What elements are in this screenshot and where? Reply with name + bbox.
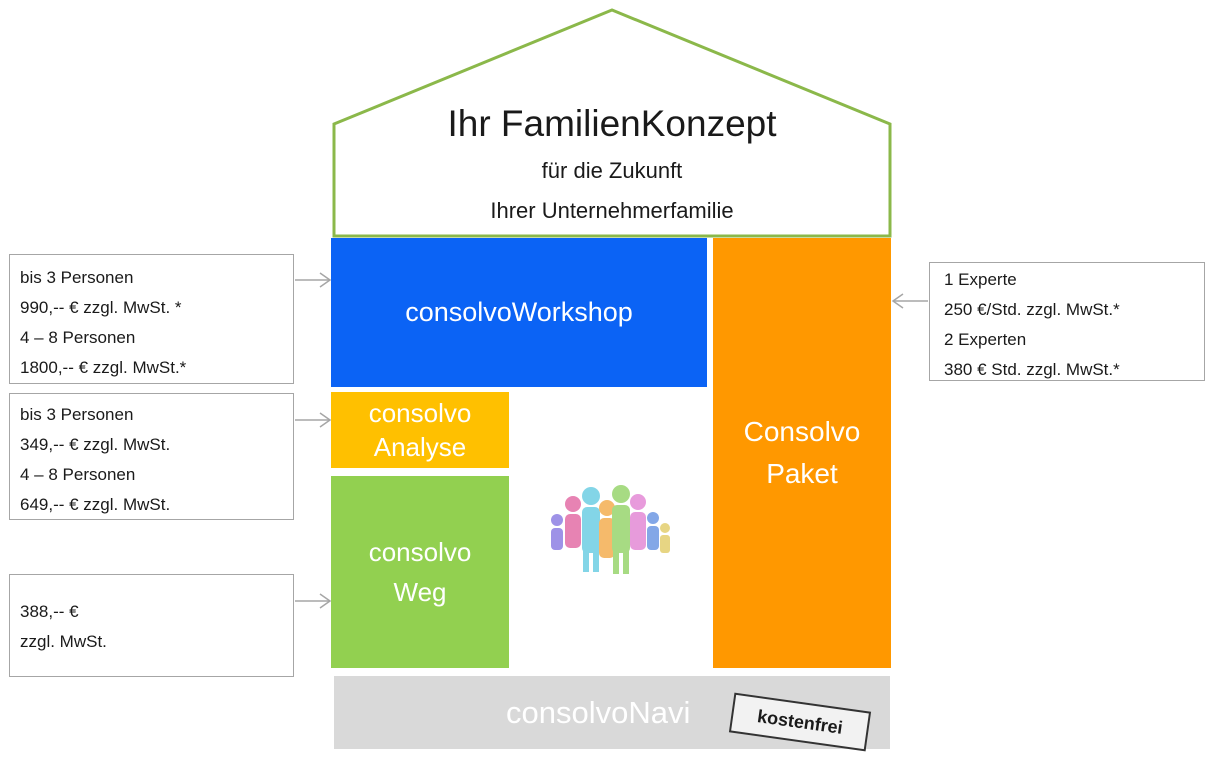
- price-line: 2 Experten: [944, 330, 1027, 349]
- block-paket-label-2: Paket: [766, 458, 838, 489]
- block-weg-label-2: Weg: [393, 577, 447, 607]
- block-paket: Consolvo Paket: [713, 238, 891, 668]
- price-box-weg: 388,-- € zzgl. MwSt.: [9, 574, 294, 677]
- price-box-workshop: bis 3 Personen 990,-- € zzgl. MwSt. * 4 …: [9, 254, 294, 384]
- roof-subtitle-1: für die Zukunft: [541, 158, 683, 183]
- block-workshop: consolvoWorkshop: [331, 238, 707, 387]
- price-box-paket: 1 Experte 250 €/Std. zzgl. MwSt.* 2 Expe…: [929, 262, 1205, 381]
- block-paket-label-1: Consolvo: [743, 416, 861, 447]
- arrow-workshop: [295, 272, 332, 288]
- block-analyse-label-1: consolvo: [368, 398, 472, 428]
- arrow-weg: [295, 593, 332, 609]
- price-line: 388,-- €: [20, 602, 79, 621]
- block-weg-label-1: consolvo: [368, 537, 472, 567]
- price-line: 380 € Std. zzgl. MwSt.*: [944, 360, 1120, 379]
- family-illustration-icon: [551, 485, 670, 574]
- block-workshop-label: consolvoWorkshop: [405, 297, 633, 327]
- price-line: 1 Experte: [944, 270, 1017, 289]
- price-line: 4 – 8 Personen: [20, 328, 136, 347]
- arrow-paket: [891, 293, 928, 309]
- price-line: 250 €/Std. zzgl. MwSt.*: [944, 300, 1120, 319]
- arrow-analyse: [295, 412, 332, 428]
- price-line: 4 – 8 Personen: [20, 465, 136, 484]
- block-analyse-label-2: Analyse: [373, 432, 467, 462]
- price-line: 349,-- € zzgl. MwSt.: [20, 435, 171, 454]
- block-analyse: consolvo Analyse: [331, 392, 509, 468]
- roof-title: Ihr FamilienKonzept: [447, 103, 777, 144]
- price-line: bis 3 Personen: [20, 268, 134, 287]
- price-line: 1800,-- € zzgl. MwSt.*: [20, 358, 187, 377]
- price-line: 990,-- € zzgl. MwSt. *: [20, 298, 182, 317]
- block-navi-label: consolvoNavi: [506, 694, 691, 730]
- price-box-analyse: bis 3 Personen 349,-- € zzgl. MwSt. 4 – …: [9, 393, 294, 520]
- stamp-label: kostenfrei: [756, 705, 845, 738]
- price-line: zzgl. MwSt.: [20, 632, 107, 651]
- roof-subtitle-2: Ihrer Unternehmerfamilie: [490, 198, 734, 223]
- price-line: 649,-- € zzgl. MwSt.: [20, 495, 171, 514]
- price-line: bis 3 Personen: [20, 405, 134, 424]
- block-weg: consolvo Weg: [331, 476, 509, 668]
